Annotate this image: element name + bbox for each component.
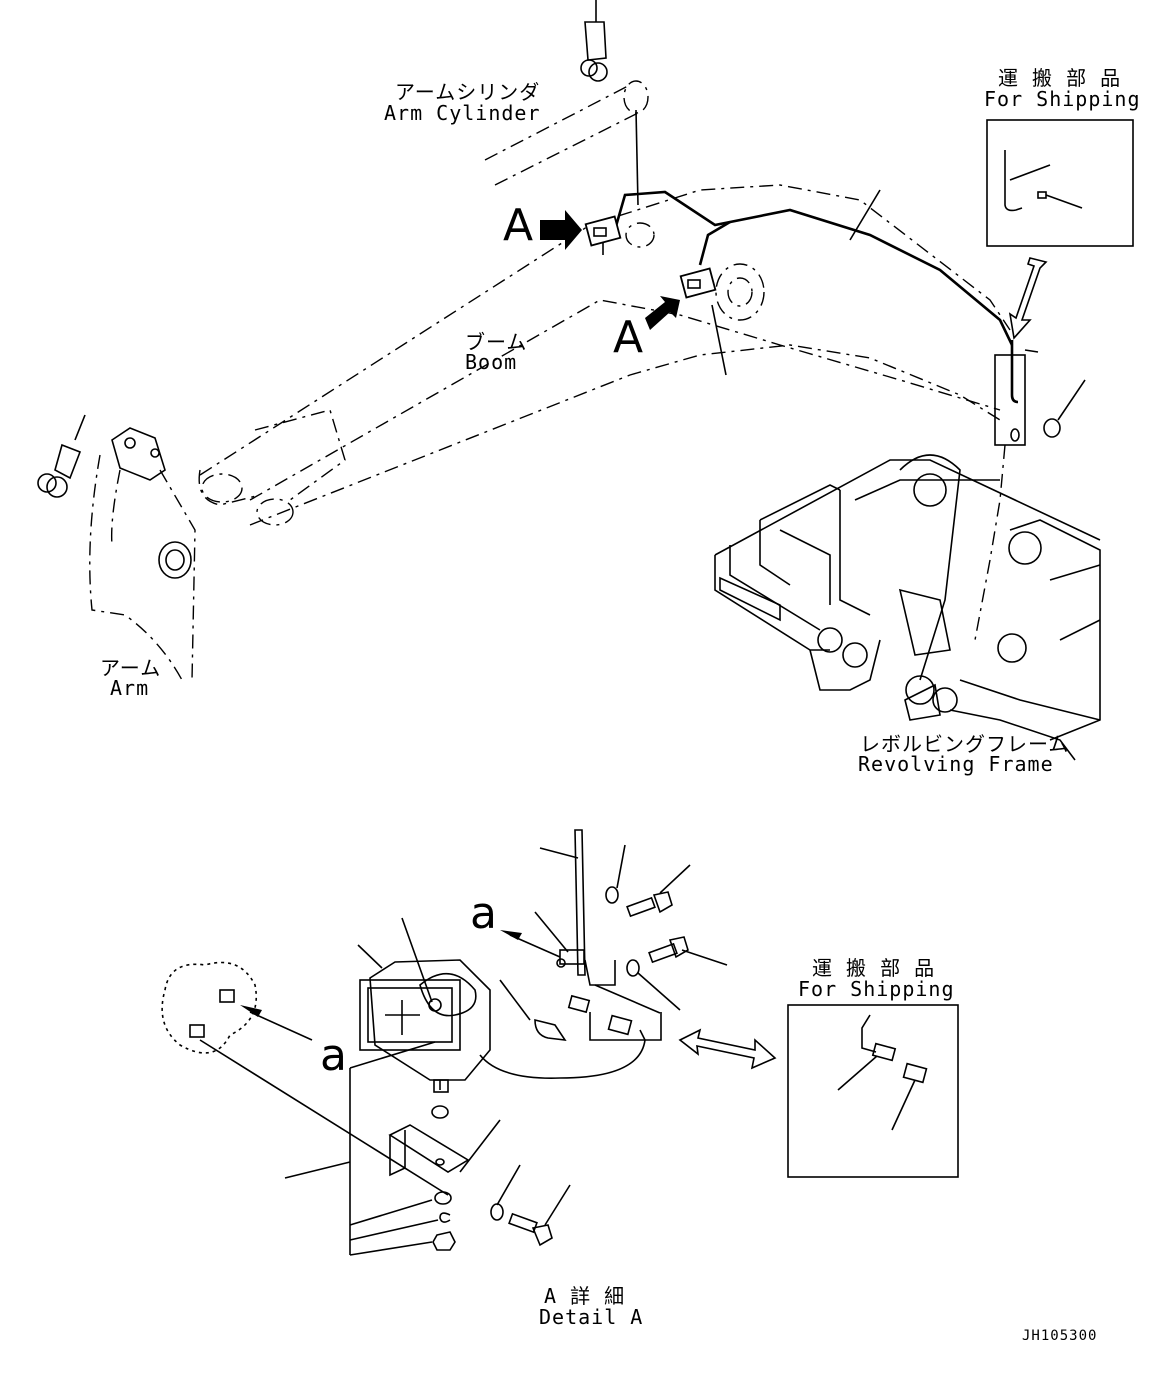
harness-clamp — [500, 829, 586, 976]
shipping-box-bottom — [787, 1004, 959, 1178]
shipping-bottom-label-en: For Shipping — [798, 977, 955, 1001]
grommet-ring — [1043, 379, 1086, 438]
harness-end-cover — [994, 340, 1039, 446]
view-arrow-a-upper — [540, 210, 582, 250]
arm-label-en: Arm — [110, 676, 150, 700]
view-arrow-a-lower — [645, 296, 680, 330]
double-arrow-top — [1008, 257, 1048, 340]
ref-a-label-upper: a — [470, 888, 497, 939]
drawing-id: JH105300 — [1022, 1328, 1098, 1344]
view-a-label-lower: A — [613, 312, 644, 363]
arm-cylinder-label-en: Arm Cylinder — [384, 101, 541, 125]
upper-bolts — [605, 844, 728, 1011]
shipping-bottom-label-jp: 運 搬 部 品 — [812, 956, 936, 980]
boom-label-jp: ブーム — [465, 330, 528, 354]
double-arrow-bottom — [678, 1028, 777, 1070]
lamp-a-lower — [679, 267, 717, 299]
lamp-a-upper — [584, 215, 622, 255]
revolving-frame-label-en: Revolving Frame — [858, 752, 1054, 776]
work-lamp — [357, 917, 491, 1093]
ref-arrow-a-left — [240, 1005, 262, 1017]
shipping-box-top — [986, 119, 1134, 247]
boom-outline — [198, 184, 1011, 526]
arm-label-jp: アーム — [100, 656, 162, 680]
bracket-leader-lines — [284, 1041, 439, 1256]
detail-a-label-en: Detail A — [539, 1305, 644, 1329]
arm-terminal-tag — [37, 414, 86, 498]
shipping-top-label-en: For Shipping — [984, 87, 1141, 111]
arm-cylinder-label-jp: アームシリンダ — [395, 80, 541, 104]
revolving-frame-label-jp: レボルビングフレーム — [860, 732, 1070, 756]
mount-plate-bubble — [161, 961, 257, 1054]
lamp-bracket — [199, 1039, 501, 1251]
boom-label-en: Boom — [465, 350, 518, 374]
arm-outline — [89, 427, 196, 681]
arm-cylinder-outline — [484, 80, 649, 206]
detail-a-label-jp: A 詳 細 — [544, 1284, 626, 1308]
revolving-frame — [714, 444, 1101, 761]
shipping-top-label-jp: 運 搬 部 品 — [998, 66, 1122, 90]
view-a-label-upper: A — [503, 200, 534, 251]
connectors-detail — [499, 959, 662, 1041]
ref-a-label-left: a — [320, 1030, 347, 1081]
lamp-cable — [479, 1029, 646, 1079]
bottom-bolt — [490, 1164, 571, 1247]
boom-harness — [610, 189, 1014, 376]
top-terminal-tag — [580, 0, 608, 82]
